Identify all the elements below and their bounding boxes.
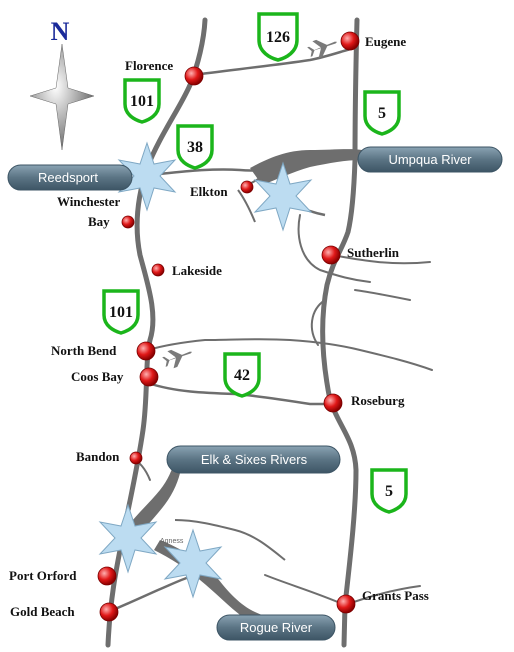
pill-umpqua: Umpqua River xyxy=(357,146,503,173)
airport-north-bend-icon xyxy=(162,349,193,369)
marker-sutherlin xyxy=(321,245,341,265)
city-markers xyxy=(97,31,360,622)
marker-winchester-bay xyxy=(121,215,135,229)
umpqua-lower xyxy=(237,189,256,223)
road-east-north-bend xyxy=(147,338,433,371)
label-port-orford: Port Orford xyxy=(9,568,77,583)
shield-42-label: 42 xyxy=(234,367,250,384)
marker-coos-bay xyxy=(139,367,159,387)
pill-reedsport: Reedsport xyxy=(7,164,133,191)
marker-bandon xyxy=(129,451,143,465)
star-elk-sixes-icon xyxy=(98,503,158,574)
label-gold-beach: Gold Beach xyxy=(10,604,75,619)
shield-101-north: 101 xyxy=(123,78,161,124)
road-roseburg-loop xyxy=(310,299,326,346)
shield-5-south-label: 5 xyxy=(385,483,393,500)
compass-north-label: N xyxy=(51,17,70,46)
star-rogue-icon xyxy=(163,528,223,599)
shield-5-south: 5 xyxy=(370,468,408,514)
marker-north-bend xyxy=(136,341,156,361)
road-126 xyxy=(191,46,357,77)
marker-port-orford xyxy=(97,566,117,586)
rogue-lower xyxy=(107,574,193,614)
label-elkton: Elkton xyxy=(190,184,228,199)
compass-star-icon xyxy=(29,43,95,151)
marker-roseburg xyxy=(323,393,343,413)
marker-eugene xyxy=(340,31,360,51)
compass-rose: N xyxy=(29,17,95,151)
pill-elk-sixes: Elk & Sixes Rivers xyxy=(166,445,341,474)
label-winchester-line1: Winchester xyxy=(57,194,121,209)
road-roseburg-east xyxy=(354,289,411,301)
shield-101-south: 101 xyxy=(102,289,140,335)
marker-florence xyxy=(184,66,204,86)
shield-38-label: 38 xyxy=(187,139,203,156)
airports xyxy=(162,39,338,369)
umpqua-river-band xyxy=(250,149,362,185)
shield-42: 42 xyxy=(223,352,261,398)
label-eugene: Eugene xyxy=(365,34,406,49)
pill-rogue-label: Rogue River xyxy=(240,620,313,635)
marker-lakeside xyxy=(151,263,165,277)
label-winchester-line2: Bay xyxy=(88,214,110,229)
marker-grants-pass xyxy=(336,594,356,614)
pill-rogue: Rogue River xyxy=(216,614,336,641)
fishing-spots xyxy=(98,141,313,599)
shield-38: 38 xyxy=(176,124,214,170)
label-agness: Agness xyxy=(160,538,184,545)
rogue-tributary xyxy=(174,519,286,561)
shield-101-south-label: 101 xyxy=(109,304,133,321)
label-florence: Florence xyxy=(125,58,173,73)
shield-5-north-label: 5 xyxy=(378,105,386,122)
label-bandon: Bandon xyxy=(76,449,120,464)
marker-elkton xyxy=(240,180,254,194)
road-sutherlin-east xyxy=(331,254,431,265)
road-sutherlin-west xyxy=(297,214,371,283)
star-umpqua-icon xyxy=(253,161,313,232)
shield-101-north-label: 101 xyxy=(130,93,154,110)
shield-5-north: 5 xyxy=(363,90,401,136)
star-reedsport-icon xyxy=(117,141,177,212)
label-north-bend: North Bend xyxy=(51,343,117,358)
city-labels: Eugene Florence Elkton Winchester Bay Su… xyxy=(9,34,429,619)
highway-shields: 126 101 5 38 101 42 5 xyxy=(102,12,408,514)
pill-reedsport-label: Reedsport xyxy=(38,170,98,185)
marker-gold-beach xyxy=(99,602,119,622)
river-labels: Reedsport Umpqua River Elk & Sixes River… xyxy=(7,146,503,641)
pill-umpqua-label: Umpqua River xyxy=(388,152,472,167)
label-grants-pass: Grants Pass xyxy=(362,588,429,603)
pill-elk-sixes-label: Elk & Sixes Rivers xyxy=(201,452,308,467)
road-i5 xyxy=(320,17,360,648)
label-sutherlin: Sutherlin xyxy=(347,245,400,260)
shield-126-label: 126 xyxy=(266,29,290,46)
airport-eugene-icon xyxy=(307,39,338,59)
label-roseburg: Roseburg xyxy=(351,393,405,408)
road-grants-west xyxy=(264,574,346,606)
label-lakeside: Lakeside xyxy=(172,263,222,278)
label-coos-bay: Coos Bay xyxy=(71,369,124,384)
shield-126: 126 xyxy=(257,12,299,62)
